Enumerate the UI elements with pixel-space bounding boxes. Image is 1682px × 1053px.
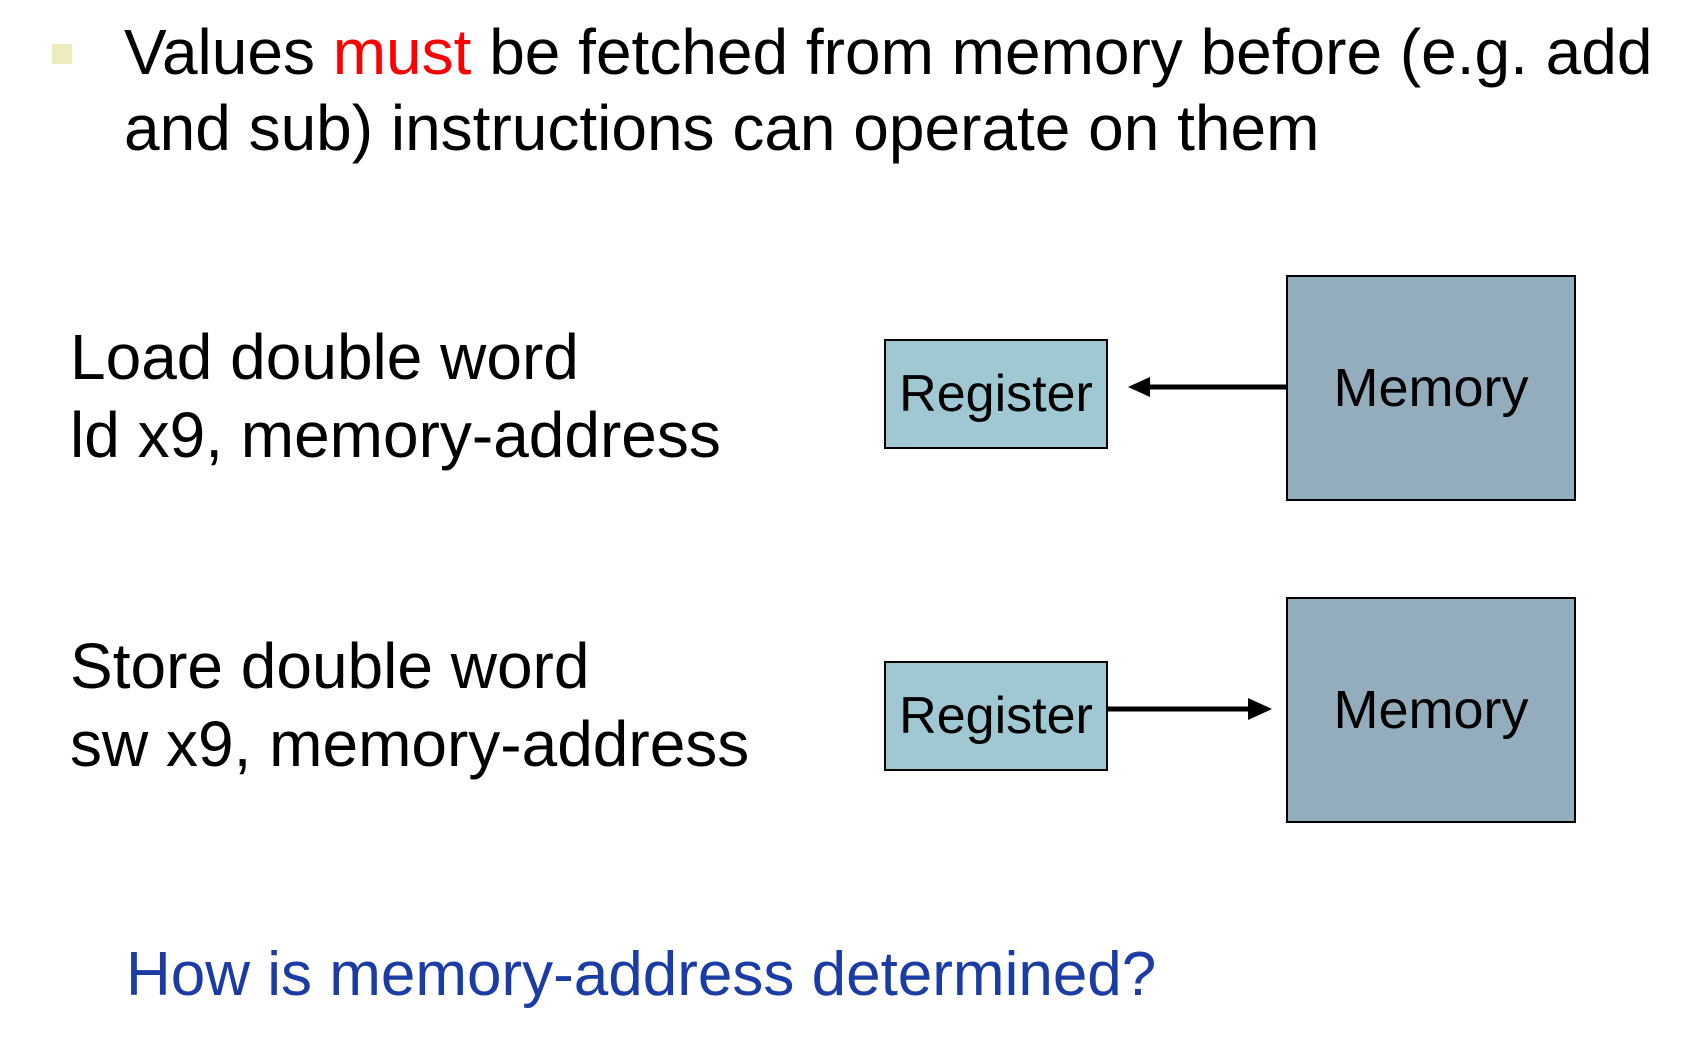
load-register-label: Register	[899, 365, 1093, 423]
bullet-line-1: Values must be fetched from memory befor…	[124, 14, 1664, 90]
store-register-box: Register	[884, 661, 1108, 771]
load-title: Load double word	[70, 321, 579, 393]
load-instruction: Load double word ld x9, memory-address	[70, 318, 721, 474]
load-syntax: ld x9, memory-address	[70, 399, 721, 471]
store-instruction: Store double word sw x9, memory-address	[70, 627, 749, 783]
store-arrow-icon	[1108, 698, 1272, 720]
load-memory-label: Memory	[1333, 358, 1529, 418]
bullet-line-2: and sub) instructions can operate on the…	[124, 92, 1320, 164]
load-arrow-icon	[1128, 377, 1286, 397]
bullet-emphasis: must	[332, 16, 472, 88]
bullet-text: Values must be fetched from memory befor…	[124, 14, 1664, 166]
store-register-label: Register	[899, 687, 1093, 745]
store-memory-box: Memory	[1286, 597, 1576, 823]
load-memory-box: Memory	[1286, 275, 1576, 501]
question-text: How is memory-address determined?	[126, 940, 1157, 1009]
store-syntax: sw x9, memory-address	[70, 708, 750, 780]
bullet-point: Values must be fetched from memory befor…	[0, 0, 1682, 170]
bullet-text-after: be fetched from memory before (e.g. add	[471, 16, 1653, 88]
bullet-marker-icon	[52, 44, 72, 64]
load-register-box: Register	[884, 339, 1108, 449]
store-title: Store double word	[70, 630, 590, 702]
bullet-text-before: Values	[124, 16, 333, 88]
store-memory-label: Memory	[1333, 680, 1529, 740]
